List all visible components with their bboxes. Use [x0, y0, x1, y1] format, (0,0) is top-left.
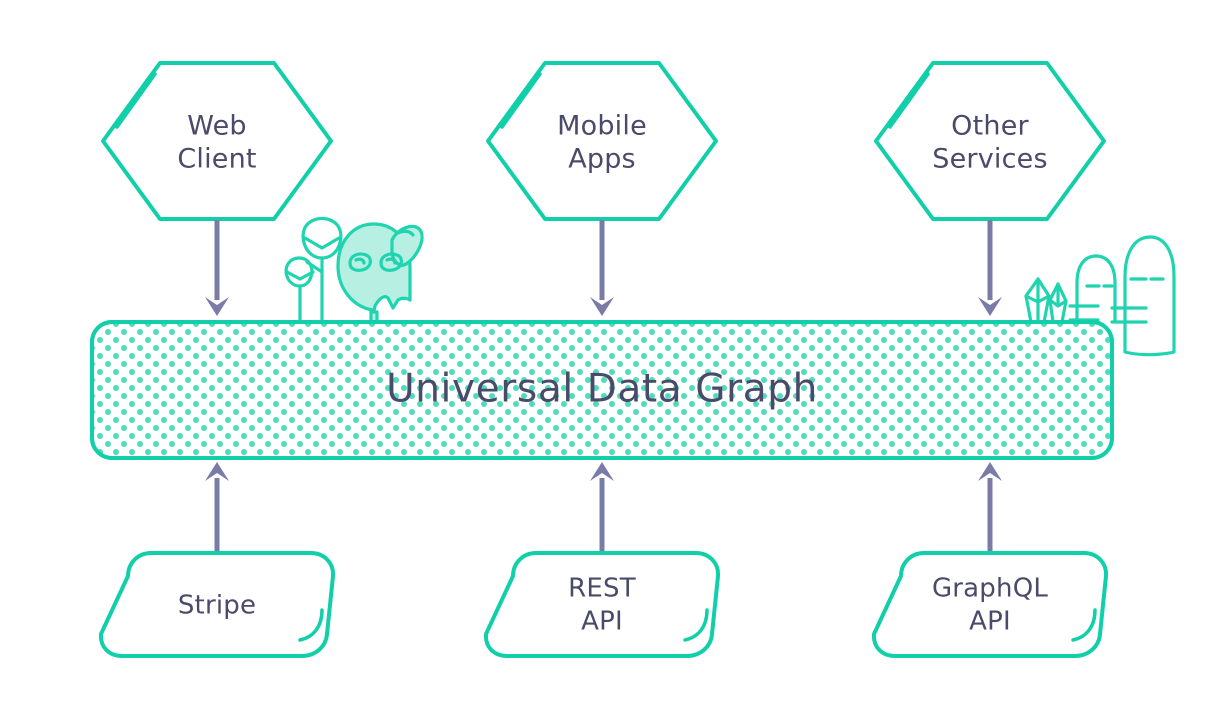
node-graphql-api[interactable]: GraphQL API	[871, 551, 1109, 658]
connector-web-client-to-graph	[205, 220, 229, 316]
node-stripe[interactable]: Stripe	[98, 551, 336, 658]
node-web-client[interactable]: Web Client	[101, 61, 333, 221]
connector-stripe-to-graph	[205, 462, 229, 556]
connector-mobile-apps-to-graph	[590, 220, 614, 316]
mobile-apps-label-line1: Mobile	[557, 111, 647, 142]
other-services-label-line1: Other	[951, 111, 1029, 142]
rest-api-label-line2: API	[581, 607, 623, 637]
other-services-label-line2: Services	[932, 144, 1047, 175]
mobile-apps-label-line2: Apps	[568, 144, 636, 175]
tree-cluster-left	[284, 216, 343, 324]
node-other-services[interactable]: Other Services	[874, 61, 1106, 221]
connector-graphql-api-to-graph	[978, 462, 1002, 556]
universal-data-graph-bar[interactable]: Universal Data Graph	[90, 320, 1114, 460]
ghost-creature	[336, 222, 424, 324]
crystal-cluster-right	[1024, 277, 1068, 324]
node-mobile-apps[interactable]: Mobile Apps	[486, 61, 718, 221]
graphql-api-label-line1: GraphQL	[932, 574, 1048, 604]
graphql-api-label-line2: API	[969, 607, 1011, 637]
node-rest-api[interactable]: REST API	[483, 551, 721, 658]
stripe-label-line1: Stripe	[178, 591, 256, 621]
web-client-label-line1: Web	[187, 111, 246, 142]
rest-api-label-line1: REST	[568, 574, 636, 604]
web-client-label-line2: Client	[177, 144, 256, 175]
central-bar-label: Universal Data Graph	[386, 367, 818, 412]
connector-other-services-to-graph	[978, 220, 1002, 316]
connector-rest-api-to-graph	[590, 462, 614, 556]
